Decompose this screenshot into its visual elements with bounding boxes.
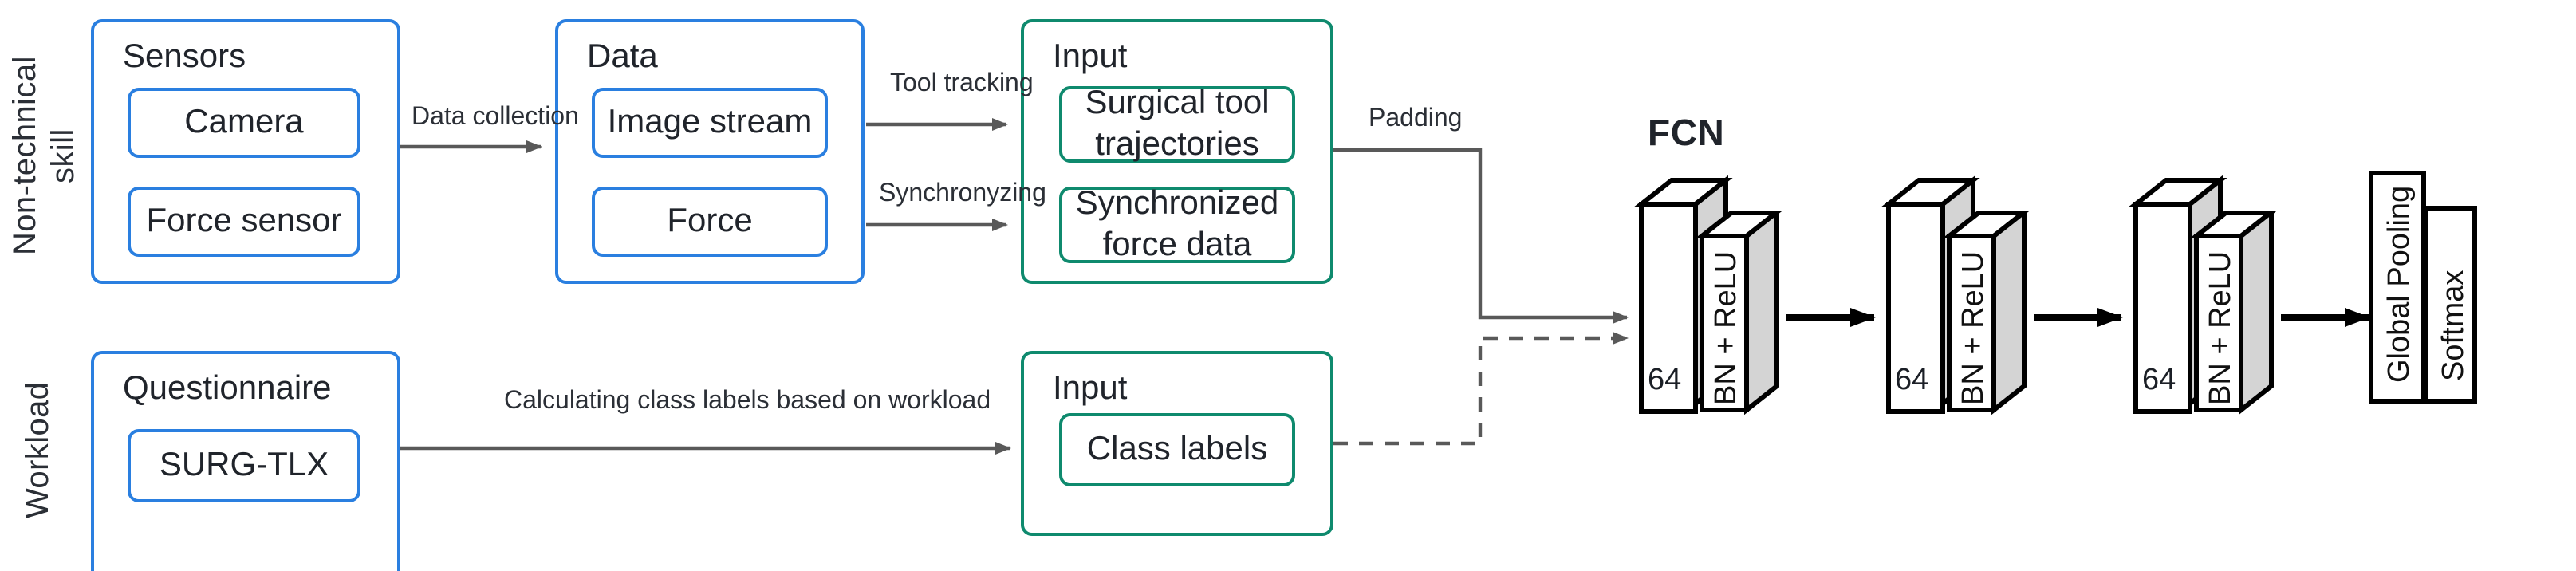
global-pooling-label: Global Pooling [2383,185,2416,383]
conv-channels-3: 64 [2142,364,2176,397]
node-force-sensor[interactable]: Force sensor [128,187,360,257]
edge-label-padding: Padding [1369,105,1463,132]
group-title-data: Data [587,38,658,75]
line-padding-to-fcn [1333,148,1629,324]
group-title-input-labels: Input [1053,370,1128,407]
activation-label-2: BN + ReLU [1957,250,1991,405]
group-title-questionnaire: Questionnaire [123,370,332,407]
conv-channels-1: 64 [1648,364,1682,397]
edge-label-calculating-class-labels: Calculating class labels based on worklo… [504,388,991,415]
edge-label-synchronyzing: Synchronyzing [879,180,1046,207]
activation-label-1: BN + ReLU [1710,250,1743,405]
line-classlabels-to-fcn-dashed [1333,332,1629,446]
activation-label-3: BN + ReLU [2204,250,2238,405]
node-synchronized-force-data[interactable]: Synchronized force data [1059,185,1295,263]
node-force[interactable]: Force [592,187,828,257]
node-camera[interactable]: Camera [128,88,360,158]
group-title-input-signals: Input [1053,38,1128,75]
group-title-sensors: Sensors [123,38,246,75]
softmax-plate[interactable] [2423,206,2477,404]
edge-label-tool-tracking: Tool tracking [890,70,1034,97]
node-image-stream[interactable]: Image stream [592,88,828,158]
conv-channels-2: 64 [1895,364,1929,397]
softmax-label: Softmax [2437,270,2471,381]
node-surg-tlx[interactable]: SURG-TLX [128,429,360,502]
node-class-labels[interactable]: Class labels [1059,413,1295,486]
edge-label-data-collection: Data collection [412,104,579,131]
fcn-title: FCN [1648,112,1725,153]
lane-label-non-technical-skill: Non-technical skill assessment [8,57,120,256]
node-surgical-tool-trajectories[interactable]: Surgical tool trajectories [1059,85,1295,163]
lane-label-workload: Workload [21,381,56,518]
